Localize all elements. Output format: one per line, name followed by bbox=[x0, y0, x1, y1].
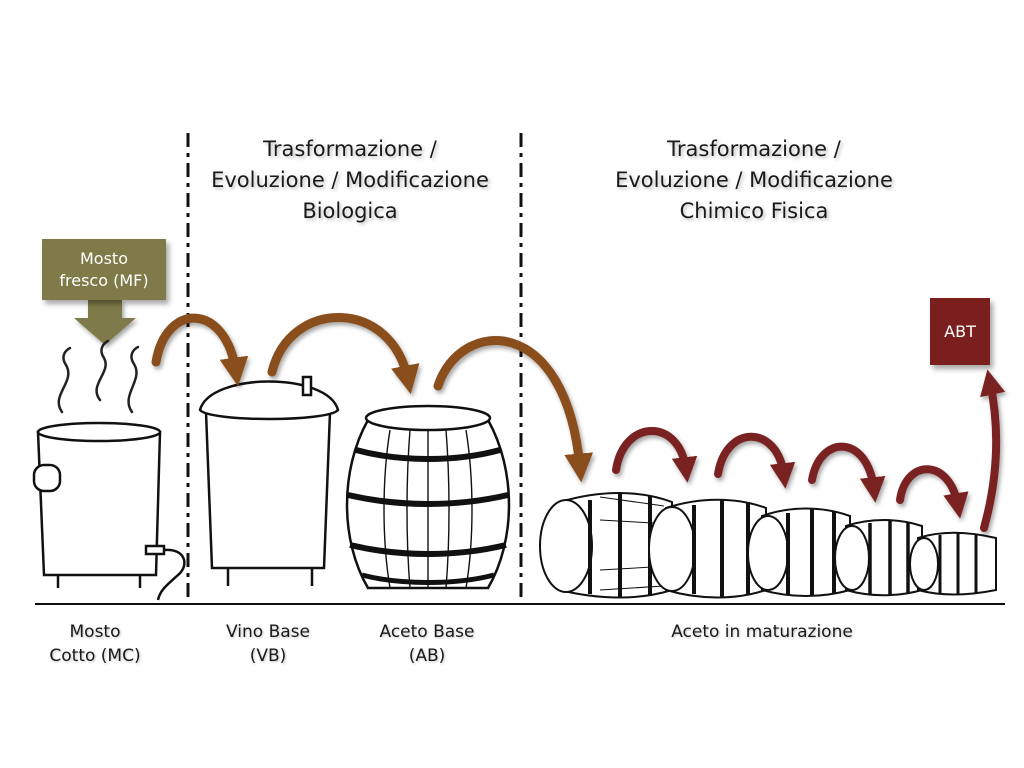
label-aceto-base-line-1: Aceto Base bbox=[379, 622, 475, 642]
down-arrow-icon bbox=[74, 300, 136, 345]
title-chemical-line-2: Evoluzione / Modificazione bbox=[615, 168, 893, 192]
abt-label: ABT bbox=[944, 322, 976, 341]
title-chemical-line-3: Chimico Fisica bbox=[679, 199, 829, 223]
label-mosto-cotto: Mosto Cotto (MC) bbox=[30, 620, 160, 668]
battery-barrel-2-icon bbox=[648, 498, 767, 599]
label-aceto-base-line-2: (AB) bbox=[408, 646, 446, 666]
arrow-barrel-2-to-3 bbox=[714, 432, 796, 489]
barrel-battery bbox=[539, 492, 997, 599]
mosto-fresco-line-1: Mosto bbox=[80, 248, 128, 268]
label-aceto-maturazione-text: Aceto in maturazione bbox=[671, 622, 853, 642]
arrow-barrel-3-to-4 bbox=[808, 442, 886, 503]
title-chemical-line-1: Trasformazione / bbox=[667, 137, 841, 161]
barrel-icon bbox=[345, 404, 511, 590]
title-biological-line-2: Evoluzione / Modificazione bbox=[211, 168, 489, 192]
arrow-ab-to-battery bbox=[433, 336, 594, 483]
battery-barrel-5-icon bbox=[909, 531, 997, 596]
title-biological-line-3: Biologica bbox=[302, 199, 398, 223]
battery-barrel-3-icon bbox=[747, 507, 851, 597]
mosto-fresco-line-2: fresco (MF) bbox=[59, 270, 149, 290]
label-mosto-cotto-line-2: Cotto (MC) bbox=[49, 646, 141, 666]
title-biological: Trasformazione / Evoluzione / Modificazi… bbox=[198, 134, 502, 227]
arrow-to-abt bbox=[980, 369, 1006, 532]
title-chemical: Trasformazione / Evoluzione / Modificazi… bbox=[604, 134, 904, 227]
vat-icon bbox=[198, 375, 340, 586]
battery-barrel-4-icon bbox=[834, 519, 923, 597]
label-vino-base-line-1: Vino Base bbox=[226, 622, 310, 642]
arrow-vb-to-ab bbox=[267, 313, 420, 395]
label-aceto-base: Aceto Base (AB) bbox=[362, 620, 492, 668]
label-mosto-cotto-line-1: Mosto bbox=[69, 622, 121, 642]
steam-icon bbox=[57, 339, 140, 414]
label-vino-base: Vino Base (VB) bbox=[208, 620, 328, 668]
label-aceto-maturazione: Aceto in maturazione bbox=[640, 620, 884, 644]
cooking-pot-icon bbox=[32, 421, 186, 601]
abt-box: ABT bbox=[930, 298, 990, 365]
mosto-fresco-box: Mosto fresco (MF) bbox=[42, 239, 166, 300]
arrow-barrel-1-to-2 bbox=[612, 427, 698, 483]
label-vino-base-line-2: (VB) bbox=[249, 646, 287, 666]
arrow-mc-to-vb bbox=[151, 313, 249, 387]
title-biological-line-1: Trasformazione / bbox=[263, 137, 437, 161]
arrow-barrel-4-to-5 bbox=[896, 465, 969, 519]
